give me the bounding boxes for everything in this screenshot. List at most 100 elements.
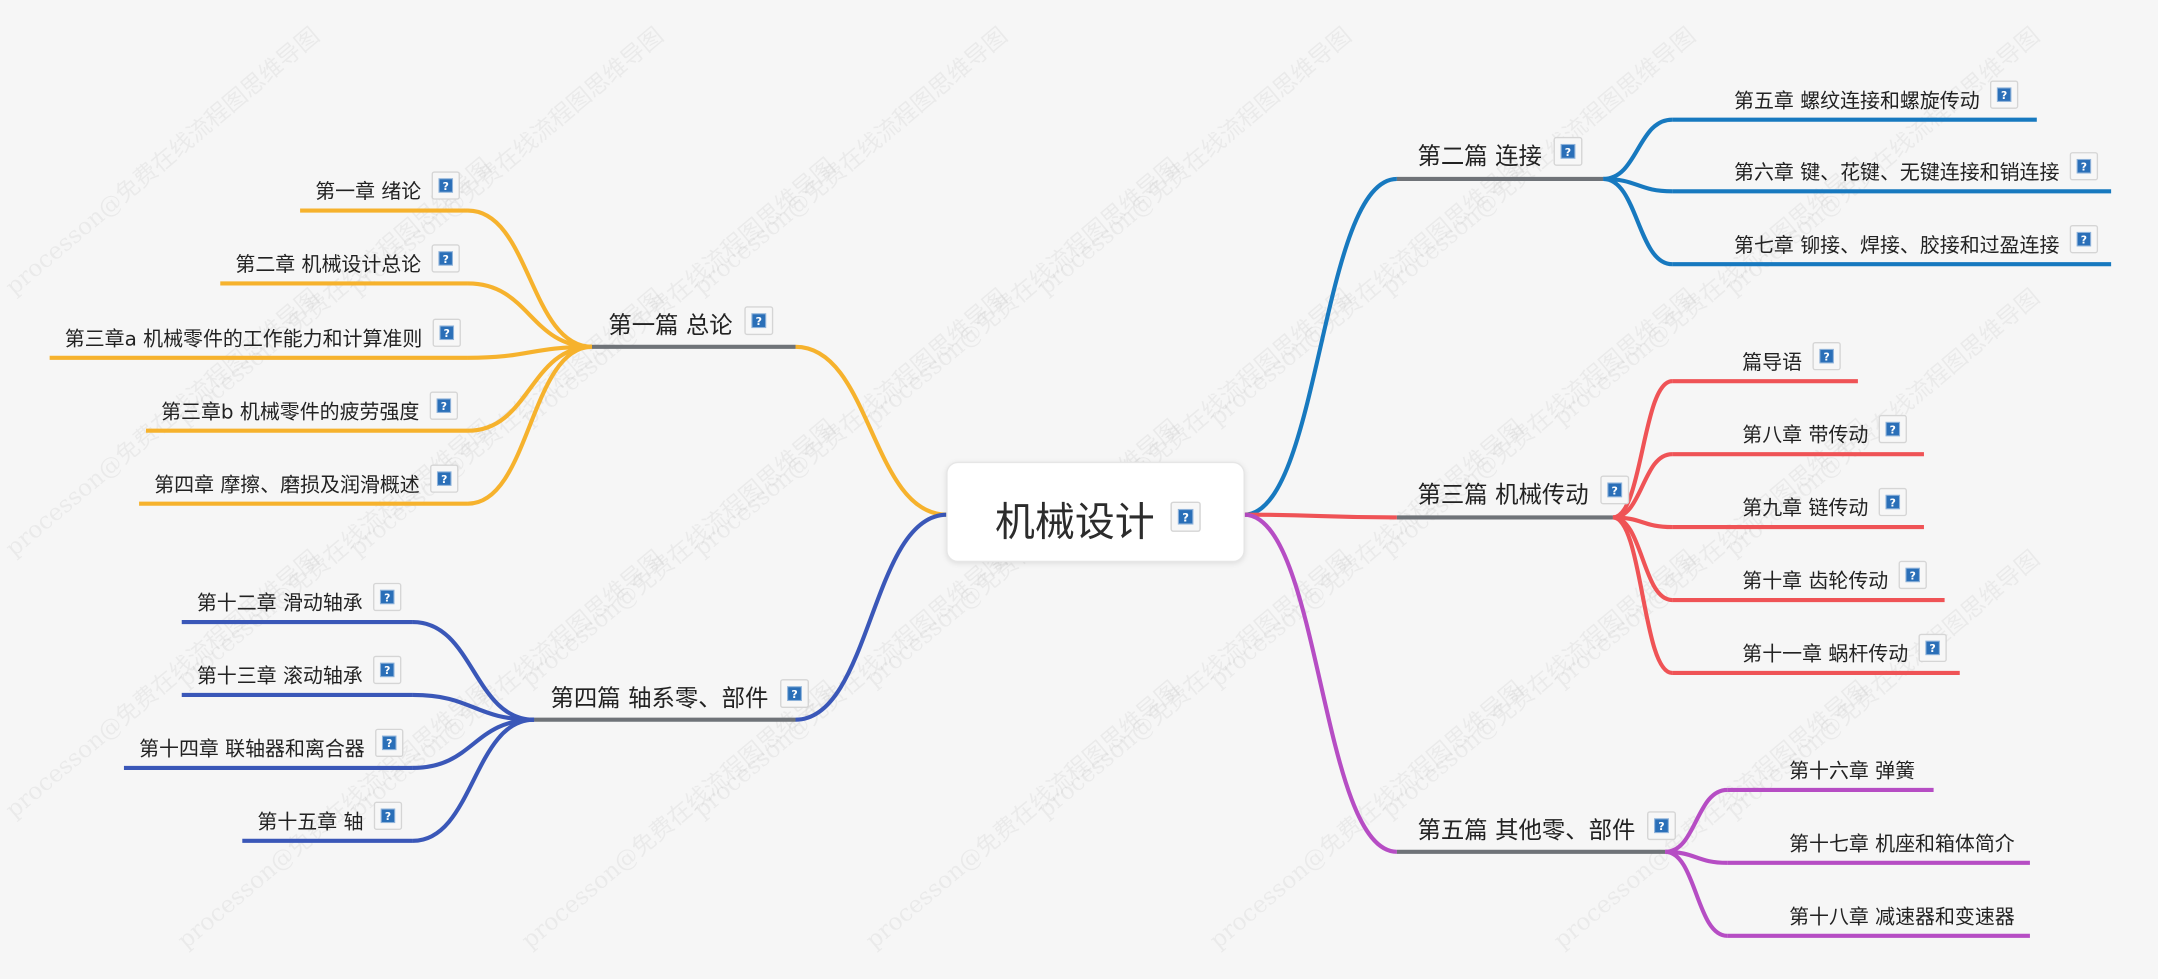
- help-icon[interactable]: ?: [375, 728, 404, 758]
- svg-text:?: ?: [1890, 423, 1896, 436]
- section-topic[interactable]: 第四篇 轴系零、部件?: [551, 679, 809, 712]
- chapter-topic[interactable]: 第十四章 联轴器和离合器?: [139, 728, 404, 761]
- help-icon[interactable]: ?: [1170, 501, 1201, 532]
- help-icon[interactable]: ?: [373, 801, 403, 830]
- chapter-connector: [412, 692, 535, 722]
- chapter-connector: [1664, 787, 1728, 854]
- help-icon[interactable]: ?: [1918, 633, 1947, 663]
- chapter-connector: [1612, 379, 1673, 520]
- section-connector: [795, 512, 947, 722]
- central-topic[interactable]: 机械设计 ?: [946, 461, 1245, 563]
- section-connector: [1244, 512, 1397, 520]
- chapter-topic[interactable]: 第十八章 减速器和变速器: [1789, 904, 2015, 928]
- chapter-label: 第四章 摩擦、磨损及润滑概述: [154, 472, 420, 496]
- svg-text:?: ?: [1565, 146, 1571, 159]
- chapter-label: 第十一章 蜗杆传动: [1742, 642, 1908, 666]
- help-icon[interactable]: ?: [429, 391, 459, 420]
- help-icon[interactable]: ?: [1989, 80, 2019, 109]
- chapter-connector: [412, 619, 535, 722]
- central-topic-box: [946, 461, 1245, 563]
- chapter-topic[interactable]: 第四章 摩擦、磨损及润滑概述?: [154, 464, 459, 496]
- help-icon[interactable]: ?: [430, 464, 459, 493]
- help-icon[interactable]: ?: [744, 306, 774, 336]
- help-icon[interactable]: ?: [2069, 225, 2099, 254]
- chapter-label: 第七章 铆接、焊接、胶接和过盈连接: [1734, 233, 2059, 257]
- watermark-text: processon@免费在线流程图思维导图: [860, 675, 1185, 954]
- chapter-label: 篇导语: [1742, 350, 1802, 374]
- chapter-connector: [467, 208, 592, 349]
- help-icon[interactable]: ?: [2069, 152, 2099, 181]
- chapter-topic[interactable]: 第十二章 滑动轴承?: [197, 582, 402, 615]
- connector-lines: [49, 117, 2112, 938]
- chapter-topic[interactable]: 第三章a 机械零件的工作能力和计算准则?: [65, 318, 461, 350]
- section-topic[interactable]: 第二篇 连接?: [1418, 136, 1583, 170]
- section-topic[interactable]: 第五篇 其他零、部件?: [1418, 811, 1676, 844]
- section-label: 第五篇 其他零、部件: [1418, 816, 1636, 844]
- central-topic-label: 机械设计: [995, 499, 1155, 545]
- chapter-topic[interactable]: 第一章 绪论?: [315, 171, 460, 203]
- topic-nodes: 第一篇 总论? 第一章 绪论? 第二章 机械设计总论? 第三章a 机械零件的工作能力和…: [65, 80, 2099, 928]
- chapter-connector: [467, 344, 592, 433]
- svg-text:?: ?: [441, 400, 447, 413]
- help-icon[interactable]: ?: [1553, 136, 1583, 166]
- help-icon[interactable]: ?: [1898, 560, 1927, 590]
- section-label: 第二篇 连接: [1418, 142, 1542, 170]
- help-icon[interactable]: ?: [1170, 501, 1201, 532]
- chapter-connector: [412, 717, 535, 770]
- help-icon[interactable]: ?: [373, 655, 402, 685]
- section-connector: [1243, 512, 1398, 854]
- chapter-topic[interactable]: 篇导语?: [1742, 341, 1841, 374]
- section-label: 第三篇 机械传动: [1418, 480, 1589, 508]
- help-icon[interactable]: ?: [780, 679, 809, 709]
- chapter-label: 第十八章 减速器和变速器: [1789, 904, 2015, 928]
- help-icon[interactable]: ?: [1647, 811, 1676, 841]
- svg-text:?: ?: [441, 473, 447, 486]
- chapter-topic[interactable]: 第十七章 机座和箱体简介: [1789, 831, 2015, 855]
- section-connector: [1243, 176, 1398, 517]
- chapter-topic[interactable]: 第十五章 轴?: [257, 801, 403, 833]
- chapter-topic[interactable]: 第十章 齿轮传动?: [1742, 560, 1927, 593]
- section-topic[interactable]: 第三篇 机械传动?: [1418, 475, 1630, 508]
- chapter-label: 第十六章 弹簧: [1789, 759, 1915, 783]
- chapter-topic[interactable]: 第十三章 滚动轴承?: [197, 655, 402, 688]
- chapter-topic[interactable]: 第七章 铆接、焊接、胶接和过盈连接?: [1734, 225, 2099, 257]
- chapter-topic[interactable]: 第六章 键、花键、无键连接和销连接?: [1734, 152, 2099, 184]
- watermark-text: processon@免费在线流程图思维导图: [516, 675, 841, 954]
- section-topic[interactable]: 第一篇 总论?: [608, 306, 774, 339]
- help-icon[interactable]: ?: [1600, 475, 1630, 505]
- watermark-text: processon@免费在线流程图思维导图: [1204, 675, 1529, 954]
- chapter-label: 第六章 键、花键、无键连接和销连接: [1734, 160, 2059, 184]
- svg-text:?: ?: [386, 737, 392, 750]
- svg-text:?: ?: [2081, 161, 2087, 174]
- section-label: 第四篇 轴系零、部件: [551, 684, 769, 712]
- section-connector: [795, 344, 947, 517]
- help-icon[interactable]: ?: [1878, 414, 1907, 444]
- svg-text:?: ?: [443, 253, 449, 266]
- chapter-label: 第三章b 机械零件的疲劳强度: [161, 399, 419, 423]
- chapter-connector: [1612, 515, 1673, 676]
- chapter-topic[interactable]: 第五章 螺纹连接和螺旋传动?: [1734, 80, 2019, 112]
- svg-text:?: ?: [1612, 484, 1618, 497]
- chapter-label: 第十七章 机座和箱体简介: [1789, 831, 2015, 855]
- help-icon[interactable]: ?: [1878, 487, 1907, 517]
- chapter-topic[interactable]: 第八章 带传动?: [1742, 414, 1907, 447]
- chapter-label: 第二章 机械设计总论: [235, 252, 421, 276]
- help-icon[interactable]: ?: [431, 171, 460, 200]
- help-icon[interactable]: ?: [373, 582, 402, 612]
- svg-text:?: ?: [1910, 569, 1916, 582]
- chapter-label: 第十二章 滑动轴承: [197, 591, 363, 615]
- chapter-topic[interactable]: 第二章 机械设计总论?: [235, 244, 460, 276]
- chapter-topic[interactable]: 第十六章 弹簧: [1789, 759, 1915, 783]
- help-icon[interactable]: ?: [431, 244, 460, 273]
- chapter-label: 第十三章 滚动轴承: [197, 664, 363, 688]
- chapter-topic[interactable]: 第三章b 机械零件的疲劳强度?: [161, 391, 459, 423]
- chapter-topic[interactable]: 第九章 链传动?: [1742, 487, 1907, 520]
- chapter-topic[interactable]: 第十一章 蜗杆传动?: [1742, 633, 1947, 666]
- help-icon[interactable]: ?: [1812, 341, 1841, 371]
- svg-text:?: ?: [444, 327, 450, 340]
- chapter-connector: [467, 281, 592, 349]
- svg-text:?: ?: [384, 591, 390, 604]
- chapter-connector: [1612, 452, 1673, 520]
- help-icon[interactable]: ?: [432, 318, 461, 347]
